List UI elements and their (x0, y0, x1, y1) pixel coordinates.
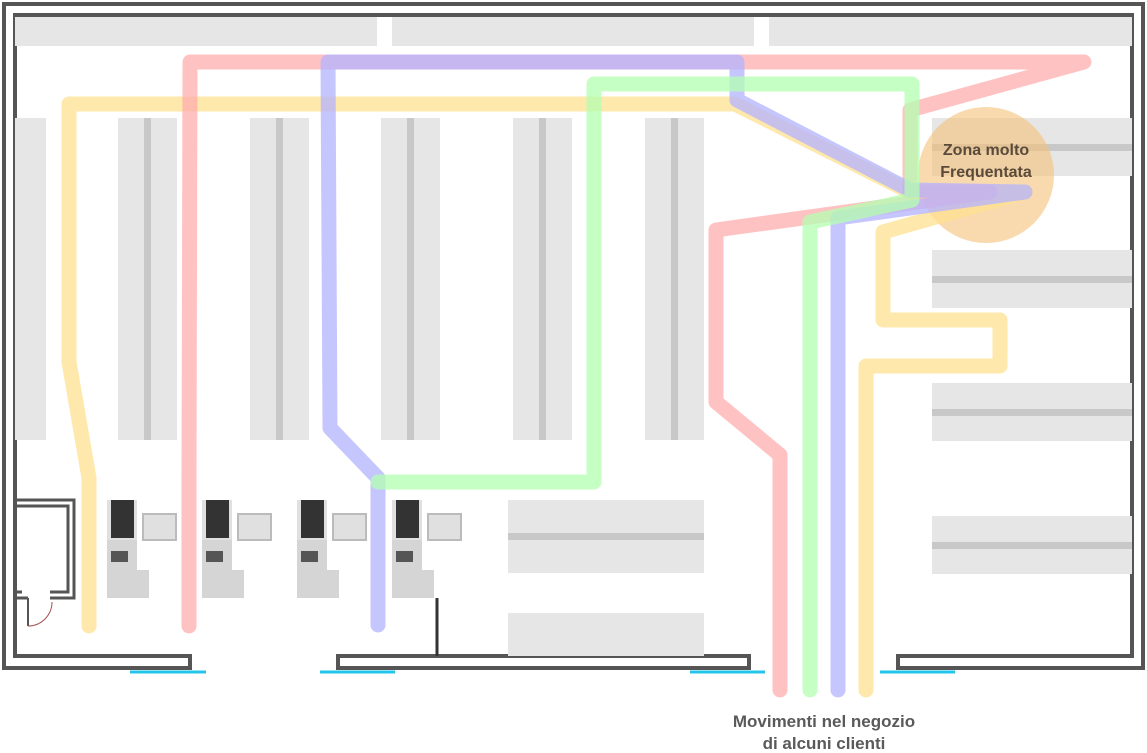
aisle-5 (513, 118, 572, 440)
shelf-top-2 (392, 17, 754, 46)
bottom-shelves (508, 500, 704, 656)
path-green (370, 76, 920, 698)
right-shelf-3 (932, 383, 1132, 441)
aisles (15, 118, 704, 440)
hot-zone-label-line2: Frequentata (940, 164, 1032, 181)
register-2 (202, 500, 272, 598)
aisle-3 (250, 118, 309, 440)
right-shelf-4 (932, 516, 1132, 574)
caption-line2: di alcuni clienti (763, 734, 886, 753)
register-4 (392, 500, 462, 598)
store-walls (2, 2, 1145, 670)
bottom-shelf-2 (508, 613, 704, 656)
customer-paths (61, 54, 1092, 698)
register-3 (297, 500, 367, 598)
top-shelves (15, 17, 1132, 46)
aisle-4 (381, 118, 440, 440)
aisle-1 (15, 118, 46, 440)
hot-zone-label-line1: Zona molto (943, 142, 1029, 159)
shelf-top-3 (769, 17, 1132, 46)
aisle-2 (118, 118, 177, 440)
register-1 (107, 500, 177, 598)
bottom-shelf-1 (508, 500, 704, 573)
aisle-6 (645, 118, 704, 440)
office-corner (15, 498, 76, 627)
cash-registers (107, 500, 462, 656)
caption-line1: Movimenti nel negozio (733, 712, 915, 731)
right-shelf-2 (932, 250, 1132, 308)
shelf-top-1 (15, 17, 377, 46)
